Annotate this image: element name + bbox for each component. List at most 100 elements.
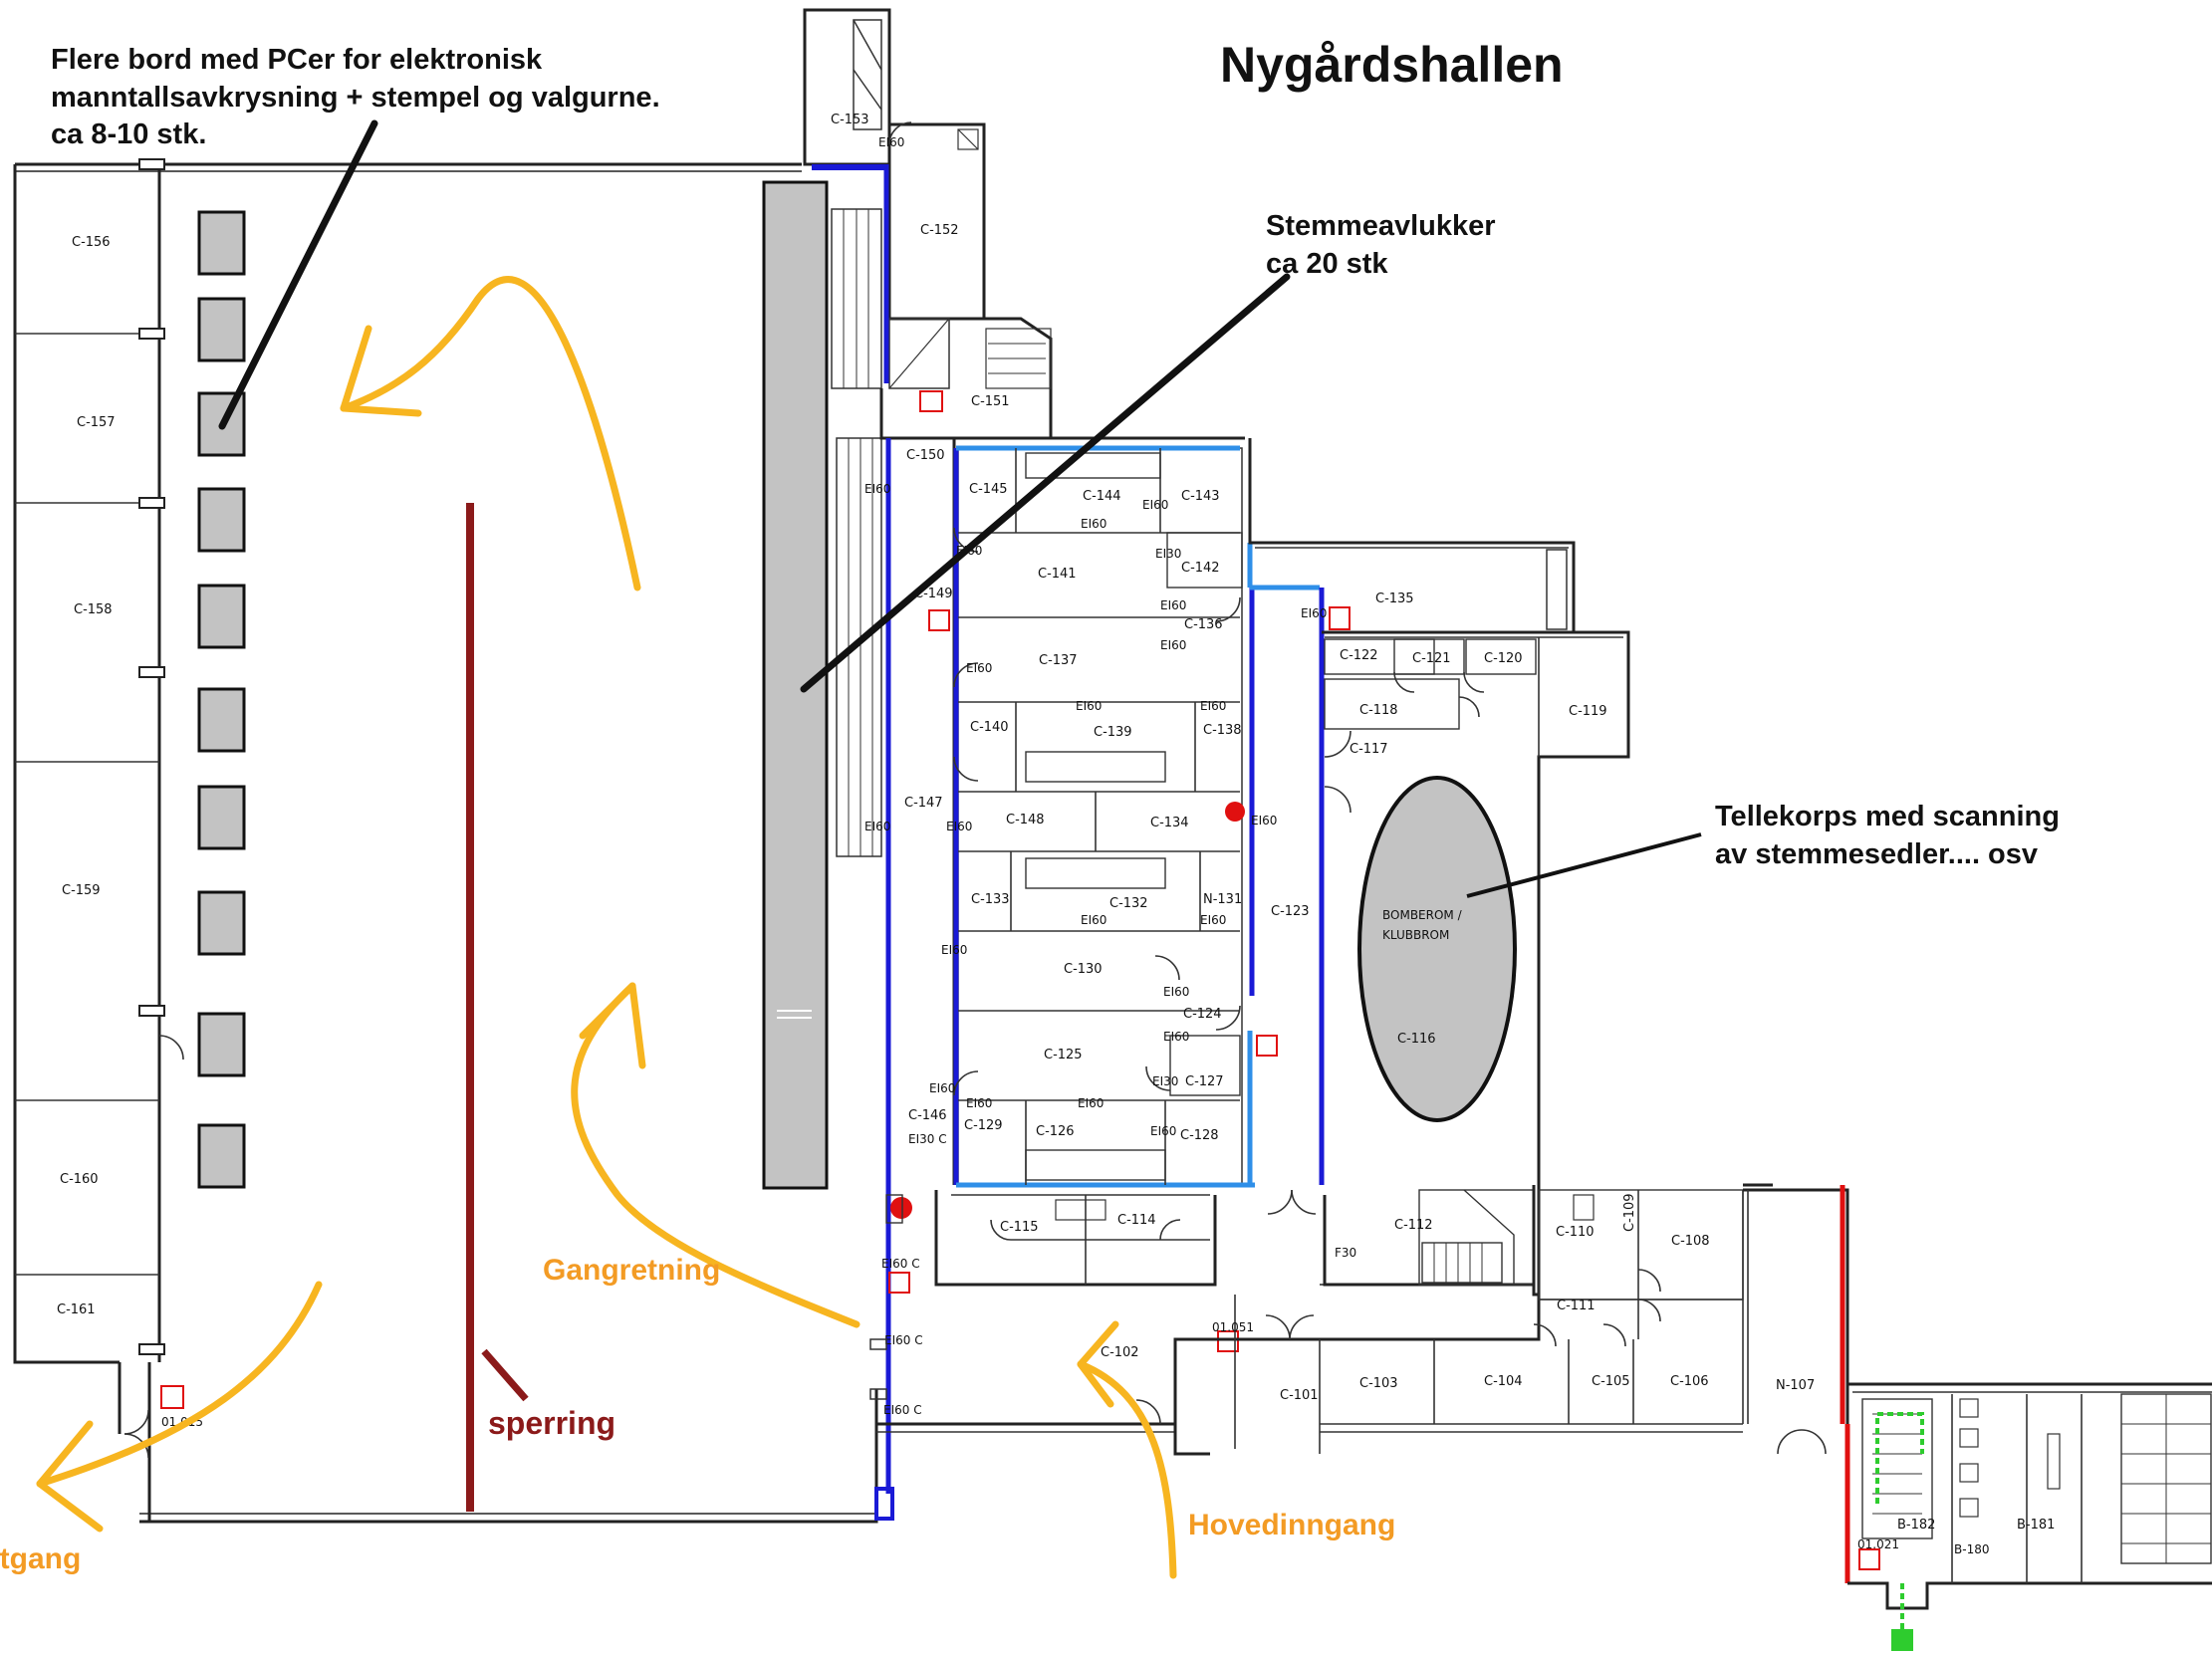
leader-line-booths bbox=[800, 273, 1291, 693]
door-ei60c-2: EI60 C bbox=[884, 1333, 923, 1347]
right-block: C-135 C-122 C-121 C-120 C-119 C-118 C-11… bbox=[1248, 438, 1630, 1185]
door-ei60-9: EI60 bbox=[864, 820, 890, 833]
room-c110: C-110 bbox=[1556, 1225, 1595, 1240]
annotation-booths-line1: Stemmeavlukker bbox=[1266, 210, 1496, 242]
door-ei60-8: EI60 bbox=[946, 820, 972, 833]
page-title: Nygårdshallen bbox=[1220, 37, 1564, 93]
annotation-tables-line2: manntallsavkrysning + stempel og valgurn… bbox=[51, 82, 660, 114]
room-c117: C-117 bbox=[1350, 742, 1388, 757]
room-c122: C-122 bbox=[1340, 648, 1378, 663]
room-c146: C-146 bbox=[908, 1108, 947, 1123]
door-ei60-11: EI60 bbox=[941, 943, 967, 957]
voting-table bbox=[197, 890, 246, 956]
room-c111: C-111 bbox=[1557, 1299, 1596, 1313]
door-ei60: EI60 bbox=[878, 135, 904, 149]
door-ei60-14: EI60 bbox=[1163, 985, 1189, 999]
room-c144: C-144 bbox=[1083, 489, 1121, 504]
fire-hose-icon bbox=[1225, 802, 1245, 822]
room-n131: N-131 bbox=[1203, 892, 1242, 907]
leader-line-counting bbox=[1466, 832, 1702, 898]
room-c161: C-161 bbox=[57, 1302, 96, 1317]
entrance-doors: EI60 C EI60 C EI60 C bbox=[869, 1257, 923, 1417]
room-c129: C-129 bbox=[964, 1118, 1003, 1133]
annotation-main-entrance: Hovedinngang bbox=[1188, 1509, 1395, 1541]
door-ei60-7: EI60 bbox=[1142, 498, 1168, 512]
room-c118: C-118 bbox=[1359, 703, 1398, 718]
door-f30: F30 bbox=[1335, 1246, 1356, 1260]
fire-extinguisher-icon bbox=[888, 1272, 910, 1294]
far-right-block: B-182 B-180 B-181 01.021 bbox=[1847, 1382, 2212, 1651]
voting-tables bbox=[197, 210, 246, 1189]
annotation-counting-line2: av stemmesedler.... osv bbox=[1715, 838, 2038, 870]
door-ei60c-1: EI60 C bbox=[881, 1257, 920, 1271]
door-ei60-4: EI60 bbox=[1160, 598, 1186, 612]
walk-direction-arrows bbox=[36, 276, 1177, 1579]
annotation-walk-direction: Gangretning bbox=[543, 1254, 720, 1287]
voting-table bbox=[197, 1012, 246, 1077]
voting-table bbox=[197, 785, 246, 850]
fire-extinguisher-icon bbox=[1256, 1035, 1278, 1057]
door-ei60-19: EI60 bbox=[1150, 1124, 1176, 1138]
door-ei60-2: EI60 bbox=[1076, 699, 1102, 713]
room-c121: C-121 bbox=[1412, 651, 1451, 666]
room-c104: C-104 bbox=[1484, 1374, 1523, 1389]
door-ei60-21: EI60 bbox=[864, 482, 890, 496]
room-c139: C-139 bbox=[1094, 725, 1132, 740]
room-c159: C-159 bbox=[62, 883, 101, 898]
voting-table bbox=[197, 1123, 246, 1189]
voting-table bbox=[197, 297, 246, 362]
top-core: C-153 EI60 C-152 C-151 bbox=[803, 8, 1053, 438]
door-ei60-18: EI60 bbox=[1078, 1096, 1104, 1110]
room-c145: C-145 bbox=[969, 482, 1008, 497]
fire-extinguisher-icon bbox=[160, 1385, 184, 1409]
door-ei30c: EI30 C bbox=[908, 1132, 947, 1146]
room-c108: C-108 bbox=[1671, 1234, 1710, 1249]
voting-table bbox=[197, 487, 246, 553]
room-bomberom-line1: BOMBEROM / bbox=[1382, 908, 1463, 922]
barrier-marker bbox=[481, 1348, 529, 1402]
room-c137: C-137 bbox=[1039, 653, 1078, 668]
room-c157: C-157 bbox=[77, 415, 116, 430]
room-c126: C-126 bbox=[1036, 1124, 1075, 1139]
counting-room-ellipse bbox=[1357, 776, 1517, 1122]
room-c120: C-120 bbox=[1484, 651, 1523, 666]
room-c156: C-156 bbox=[72, 235, 111, 250]
room-c140: C-140 bbox=[970, 720, 1009, 735]
annotation-tables-line3: ca 8-10 stk. bbox=[51, 118, 206, 150]
fire-hose-icon bbox=[890, 1197, 912, 1219]
fire-safety-icons bbox=[160, 390, 1880, 1570]
room-c136: C-136 bbox=[1184, 617, 1223, 632]
room-c124: C-124 bbox=[1183, 1007, 1222, 1022]
door-ei60-3: EI60 bbox=[1200, 699, 1226, 713]
room-c127: C-127 bbox=[1185, 1074, 1224, 1089]
emergency-exit-icon bbox=[1891, 1629, 1913, 1651]
bleachers bbox=[831, 208, 882, 857]
hall-outline bbox=[13, 162, 878, 1524]
door-ei60-17: EI60 bbox=[966, 1096, 992, 1110]
annotation-exit: Utgang bbox=[0, 1542, 81, 1575]
room-c150: C-150 bbox=[906, 448, 945, 463]
room-c119: C-119 bbox=[1569, 704, 1607, 719]
voting-table bbox=[197, 687, 246, 753]
room-c138: C-138 bbox=[1203, 723, 1242, 738]
room-c142: C-142 bbox=[1181, 561, 1220, 576]
room-c132: C-132 bbox=[1109, 896, 1148, 911]
door-ref-01051: 01.051 bbox=[1212, 1320, 1254, 1334]
room-c109: C-109 bbox=[1622, 1193, 1637, 1232]
room-c135: C-135 bbox=[1375, 591, 1414, 606]
room-c114: C-114 bbox=[1117, 1213, 1156, 1228]
voting-table bbox=[197, 584, 246, 649]
annotation-counting-line1: Tellekorps med scanning bbox=[1715, 801, 2060, 832]
voting-booths-block bbox=[762, 180, 829, 1190]
room-c160: C-160 bbox=[60, 1172, 99, 1187]
left-rooms: C-156 C-157 C-158 C-159 C-160 C-161 bbox=[15, 158, 184, 1362]
room-b180: B-180 bbox=[1954, 1542, 1989, 1556]
room-c130: C-130 bbox=[1064, 962, 1103, 977]
room-c133: C-133 bbox=[971, 892, 1010, 907]
fire-extinguisher-icon bbox=[928, 609, 950, 631]
room-c158: C-158 bbox=[74, 602, 113, 617]
door-ei60-12: EI60 bbox=[1081, 913, 1106, 927]
door-ei60-13: EI60 bbox=[1200, 913, 1226, 927]
room-c123: C-123 bbox=[1271, 904, 1310, 919]
